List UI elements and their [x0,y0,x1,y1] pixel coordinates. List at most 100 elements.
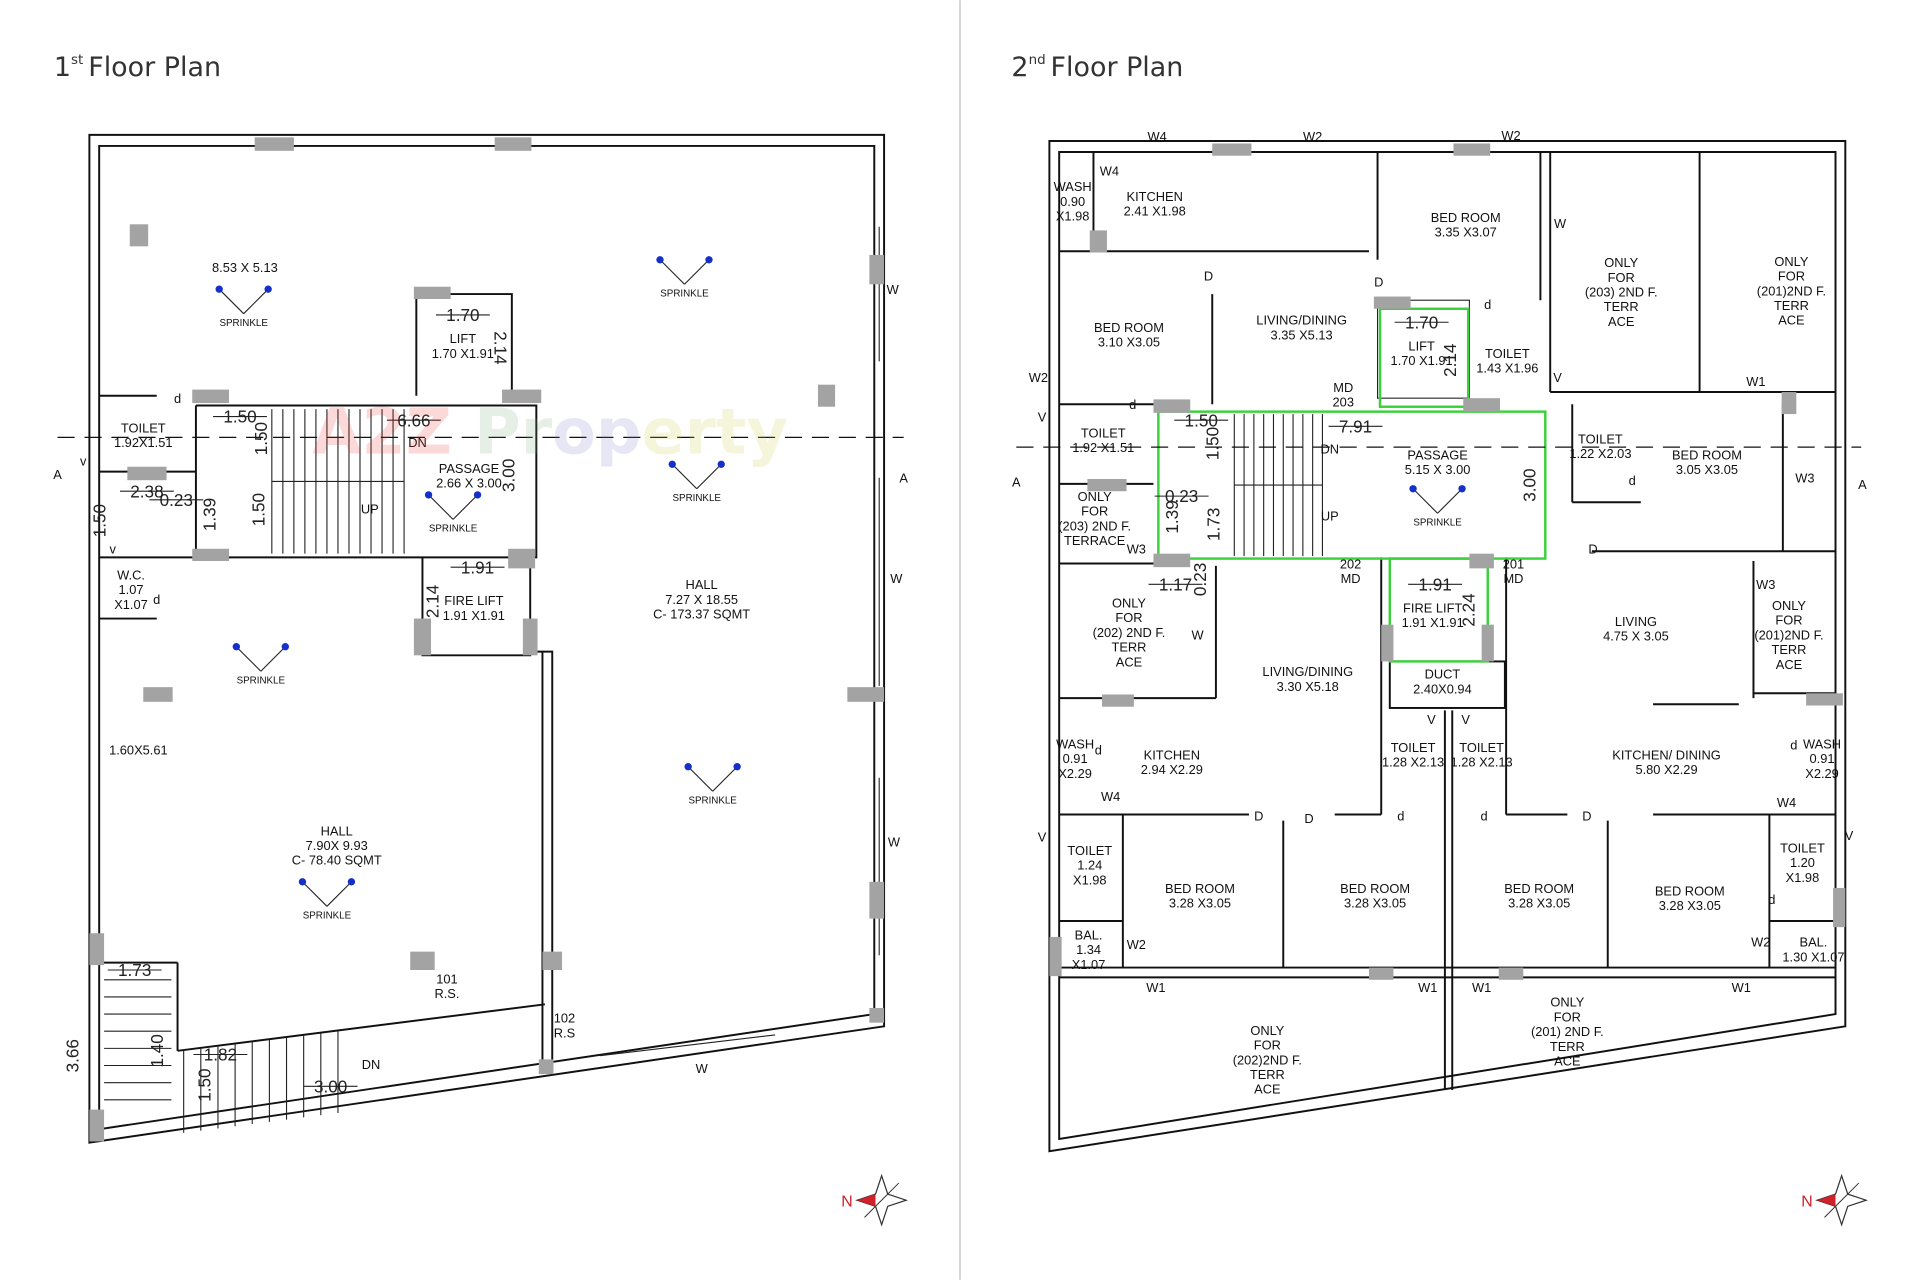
plan-1-stairs [104,409,405,1133]
dimension-label: 1.50 [89,504,109,537]
room-label: v [80,454,87,469]
plan-1-sprinklers: SPRINKLE SPRINKLE SPRINKLE SPRINKLE SPRINKLE… [215,256,741,922]
room-label: d [1484,297,1491,312]
room-label: W1 [1418,980,1437,995]
dimension-label: 2.14 [422,584,442,618]
room-label: W [888,834,901,849]
room-label: 8.53 X 5.13 [212,260,278,275]
sprinkle-label: SPRINKLE [1413,518,1462,529]
sprinkler-icon: SPRINKLE [1409,485,1466,529]
dimension-label: 3.00 [498,459,518,492]
room-label: A [1012,474,1021,489]
compass-north-label: N [841,1193,853,1210]
room-label: W2 [1029,370,1048,385]
room-label: W [890,571,903,586]
sprinkler-icon: SPRINKLE [656,256,713,300]
plan-2-columns [1049,143,1846,980]
room-label: W1 [1732,980,1751,995]
room-label: W [887,282,900,297]
room-label: A [53,467,62,482]
room-label: W1 [1472,980,1491,995]
plan-2-walls [1048,140,1847,1153]
sprinkler-icon: SPRINKLE [684,763,741,806]
sprinkler-icon: SPRINKLE [232,643,289,686]
room-label: V [1461,712,1470,727]
dimension-label: 2.24 [1458,593,1478,627]
dimension-label: 1.73 [1204,508,1224,541]
room-label: d [153,592,160,607]
room-label: V [1553,370,1562,385]
room-label: W1 [1146,980,1165,995]
plan-2-stairs [1233,414,1323,557]
sprinkle-label: SPRINKLE [237,675,286,686]
room-label: W [1191,627,1204,642]
room-label: d [1095,742,1102,757]
room-label: DN [1321,441,1340,456]
room-label: d [1790,738,1797,753]
sprinkle-label: SPRINKLE [673,493,722,504]
room-label: D [1582,809,1591,824]
dimension-label: 1.40 [147,1034,167,1067]
dimension-label: 1.50 [251,422,271,455]
room-label: W4 [1148,129,1167,144]
sprinkler-icon: SPRINKLE [215,285,272,329]
room-label: V [1427,712,1436,727]
room-label: UP [361,501,379,516]
passage-highlight [1157,410,1547,560]
room-label: W2 [1501,128,1520,143]
dimension-label: 1.39 [1162,500,1182,533]
room-label: D [1304,811,1313,826]
room-label: DN [362,1057,381,1072]
compass-rose-icon: N [1801,1173,1869,1227]
room-label: W2 [1127,937,1146,952]
room-label: W4 [1777,795,1796,810]
room-label: W3 [1795,471,1814,486]
dimension-label: 1.50 [195,1068,215,1101]
room-label: d [1481,809,1488,824]
sprinkler-icon: SPRINKLE [668,460,725,504]
sprinkler-icon: SPRINKLE [298,878,356,922]
sprinkle-label: SPRINKLE [303,911,352,922]
room-label: W1 [1746,374,1765,389]
compass-north-label: N [1801,1193,1813,1210]
dimension-label: 2.14 [491,331,511,365]
sprinkle-label: SPRINKLE [660,289,709,300]
room-label: D [1254,809,1263,824]
plan-2-sprinklers: SPRINKLE [1409,485,1466,529]
sprinkle-label: SPRINKLE [219,318,268,329]
dimension-label: 0.23 [1190,563,1210,596]
